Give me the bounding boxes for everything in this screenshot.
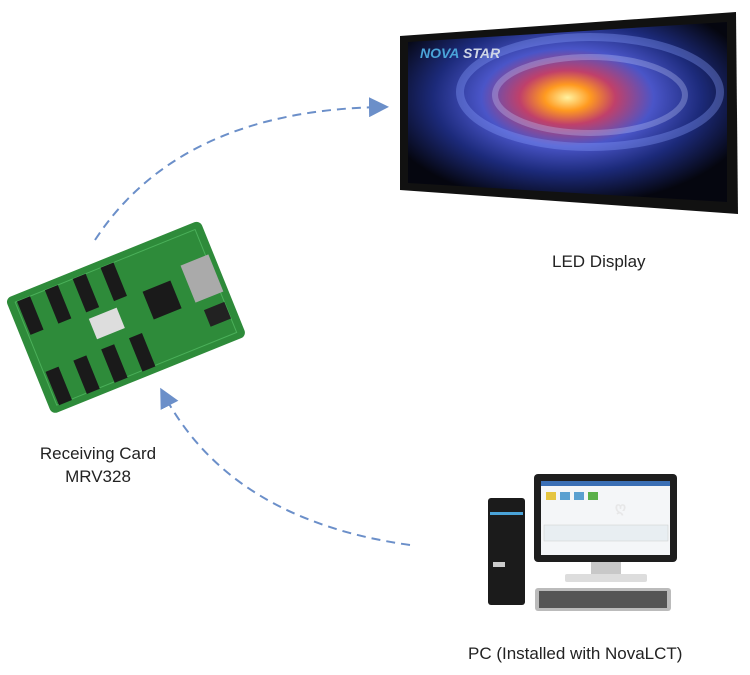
pc-image: ღ <box>488 474 677 611</box>
receiving-card-label: Receiving Card MRV328 <box>28 442 168 488</box>
arrow-pc-to-card <box>160 387 411 546</box>
led-display-label: LED Display <box>552 252 646 271</box>
led-display-image: NOVA STAR <box>400 12 738 214</box>
pc-label: PC (Installed with NovaLCT) <box>468 644 683 663</box>
svg-text:STAR: STAR <box>463 45 501 61</box>
svg-text:ღ: ღ <box>615 499 626 516</box>
novastar-logo: NOVA <box>420 45 459 61</box>
arrow-card-to-display <box>94 97 389 241</box>
receiving-card-title: Receiving Card <box>39 444 157 463</box>
receiving-card-image <box>6 221 245 413</box>
receiving-card-model: MRV328 <box>65 467 131 486</box>
